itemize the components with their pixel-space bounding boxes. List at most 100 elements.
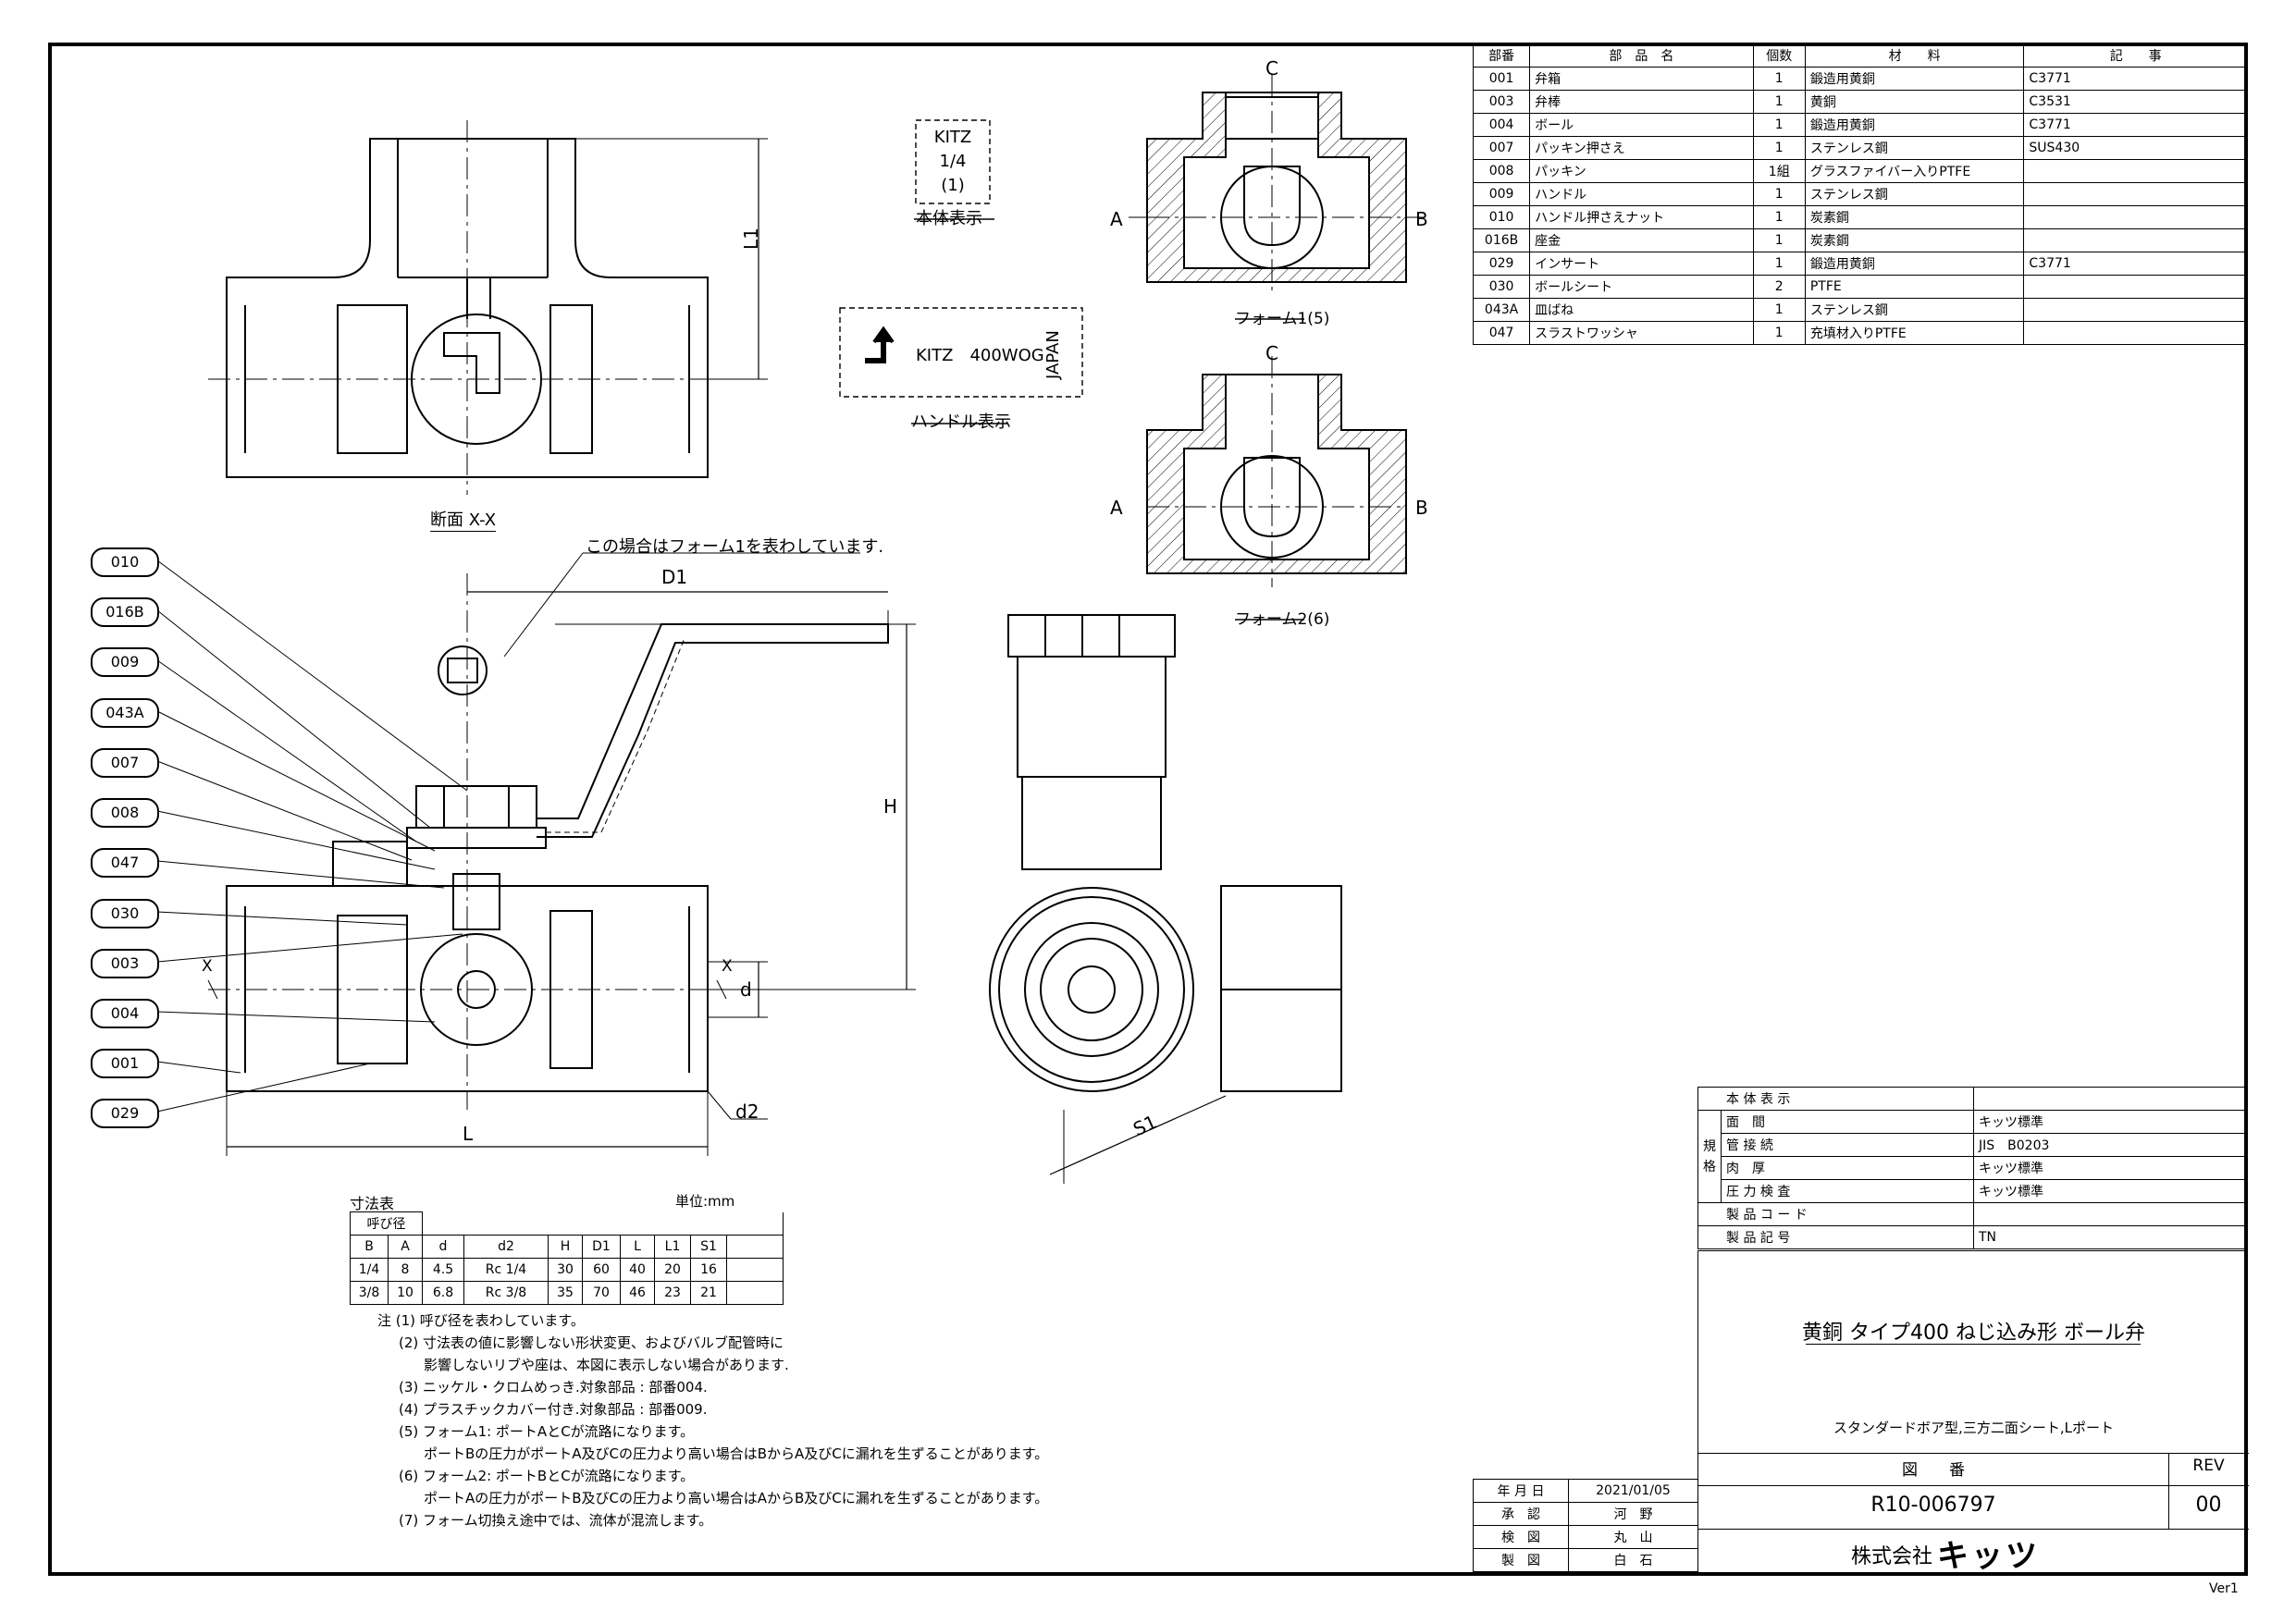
- approval-value: 2021/01/05: [1568, 1479, 1698, 1503]
- body-marking-line1: KITZ: [933, 128, 972, 147]
- body-marking-line2: 1/4: [939, 152, 967, 171]
- dim-table-nominal: 呼び径: [350, 1211, 423, 1236]
- balloon-003: 003: [91, 949, 159, 978]
- form1-port-b: B: [1415, 208, 1428, 230]
- parts-header-name: 部 品 名: [1529, 43, 1754, 68]
- dim-d1: D1: [661, 566, 688, 588]
- rev-divider: [2168, 1453, 2169, 1529]
- part-no: 030: [1472, 275, 1531, 299]
- drawing-frame: [48, 43, 2248, 1576]
- spec-value: JIS B0203: [1973, 1133, 2248, 1157]
- approval-label: 検 図: [1473, 1525, 1569, 1549]
- part-material: 鍛造用黄銅: [1804, 252, 2025, 276]
- dim-cell: Rc 3/8: [463, 1281, 549, 1305]
- company-brand-logo: キッツ: [1937, 1538, 2040, 1575]
- approval-value: 白 石: [1568, 1548, 1698, 1572]
- part-name: ハンドル押さえナット: [1529, 205, 1754, 229]
- part-material: 黄銅: [1804, 90, 2025, 114]
- approval-value: 河 野: [1568, 1502, 1698, 1526]
- dim-cell: 35: [548, 1281, 583, 1305]
- balloon-029: 029: [91, 1099, 159, 1128]
- dim-table-title: 寸法表: [350, 1195, 395, 1212]
- dim-cell: 20: [654, 1258, 691, 1282]
- approval-label: 製 図: [1473, 1548, 1569, 1572]
- part-name: ボール: [1529, 113, 1754, 137]
- form1-port-a: A: [1110, 208, 1123, 230]
- note-line: (5) フォーム1: ポートAとCが流路になります。: [399, 1423, 695, 1440]
- spec-kikaku: 規格: [1697, 1110, 1722, 1203]
- parts-header-qty: 個数: [1752, 43, 1806, 68]
- dim-table-header: B A d d2 H D1 L L1 S1: [350, 1235, 784, 1259]
- callout-note: この場合はフォーム1を表わしています.: [586, 537, 884, 557]
- approval-value: 丸 山: [1568, 1525, 1698, 1549]
- part-no: 009: [1472, 182, 1531, 206]
- part-qty: 1: [1752, 252, 1806, 276]
- note-line: ポートAの圧力がポートB及びCの圧力より高い場合はAからB及びCに漏れを生ずるこ…: [424, 1490, 1049, 1506]
- form1-view: [1129, 74, 1425, 320]
- dim-header: D1: [582, 1235, 621, 1259]
- dim-cell: 6.8: [422, 1281, 464, 1305]
- note-line: (6) フォーム2: ポートBとCが流路になります。: [399, 1468, 695, 1484]
- version-label: Ver1: [2209, 1581, 2239, 1596]
- table-row: 製 品 コ ー ド: [1697, 1202, 2248, 1226]
- dim-header: d2: [463, 1235, 549, 1259]
- part-material: ステンレス鋼: [1804, 182, 2025, 206]
- form2-port-b: B: [1415, 497, 1428, 519]
- part-qty: 1: [1752, 113, 1806, 137]
- table-row: 検 図丸 山: [1473, 1525, 1698, 1549]
- table-row: 製 品 記 号 TN: [1697, 1225, 2248, 1249]
- spec-product-symbol-value: TN: [1973, 1225, 2248, 1249]
- balloon-009: 009: [91, 647, 159, 677]
- spec-label: 管 接 続: [1721, 1133, 1974, 1157]
- spec-label: 肉 厚: [1721, 1156, 1974, 1180]
- table-row: 製 図白 石: [1473, 1548, 1698, 1572]
- part-material: 炭素鋼: [1804, 228, 2025, 252]
- spec-product-code-value: [1973, 1202, 2248, 1226]
- part-no: 008: [1472, 159, 1531, 183]
- drawing-title-underline: [1806, 1344, 2141, 1345]
- part-qty: 1組: [1752, 159, 1806, 183]
- front-view: [156, 552, 916, 1156]
- part-name: ハンドル: [1529, 182, 1754, 206]
- balloon-030: 030: [91, 899, 159, 928]
- handle-marking-side: JAPAN: [1043, 330, 1063, 379]
- part-no: 029: [1472, 252, 1531, 276]
- dim-cell: 46: [620, 1281, 655, 1305]
- spec-value: キッツ標準: [1973, 1179, 2248, 1203]
- dim-header: A: [388, 1235, 423, 1259]
- part-material: 鍛造用黄銅: [1804, 113, 2025, 137]
- parts-header-material: 材 料: [1804, 43, 2025, 68]
- dim-cell: Rc 1/4: [463, 1258, 549, 1282]
- form2-port-a: A: [1110, 497, 1123, 519]
- section-mark-left: X: [202, 957, 213, 976]
- section-view: [208, 120, 768, 495]
- dim-header: L1: [654, 1235, 691, 1259]
- part-material: 鍛造用黄銅: [1804, 67, 2025, 91]
- balloon-008: 008: [91, 798, 159, 828]
- part-remark: [2023, 275, 2248, 299]
- dim-d2: d2: [735, 1100, 759, 1123]
- drawing-subtitle: スタンダードボア型,三方二面シート,Lポート: [1833, 1420, 2114, 1436]
- dim-table-nominal-row: 呼び径: [350, 1211, 784, 1236]
- approval-label: 承 認: [1473, 1502, 1569, 1526]
- part-qty: 1: [1752, 67, 1806, 91]
- part-qty: 2: [1752, 275, 1806, 299]
- dim-cell: 40: [620, 1258, 655, 1282]
- approval-label: 年 月 日: [1473, 1479, 1569, 1503]
- rev-value: 00: [2195, 1494, 2222, 1517]
- spec-table: 本 体 表 示 規格 面 間 キッツ標準 管 接 続 JIS B0203 肉 厚…: [1697, 1087, 2248, 1249]
- part-material: PTFE: [1804, 275, 2025, 299]
- part-qty: 1: [1752, 136, 1806, 160]
- part-remark: [2023, 182, 2248, 206]
- table-row: 3/8 10 6.8 Rc 3/8 35 70 46 23 21: [350, 1281, 784, 1305]
- part-name: 座金: [1529, 228, 1754, 252]
- part-remark: SUS430: [2023, 136, 2248, 160]
